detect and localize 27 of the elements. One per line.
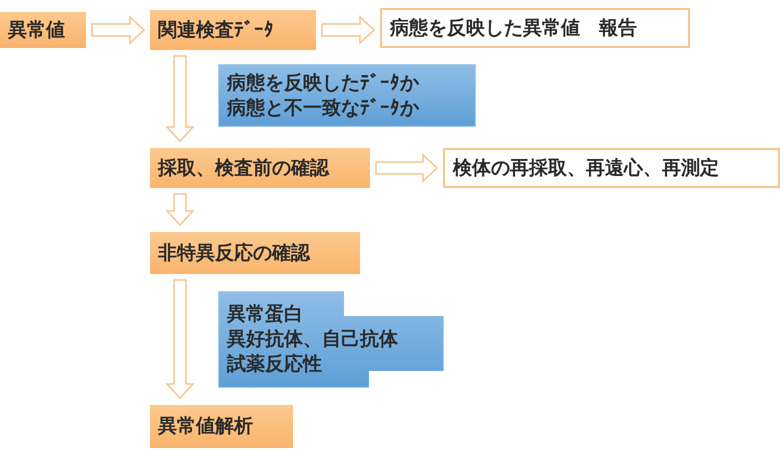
process-box (150, 10, 316, 50)
note-text: 病態を反映したﾃﾞｰﾀか (227, 70, 420, 96)
note-text: 異常蛋白 (227, 302, 304, 327)
block-arrow (165, 279, 195, 400)
process-box (150, 232, 360, 274)
process-box (0, 12, 86, 48)
box-label: 検体の再採取、再遠心、再測定 (453, 156, 720, 180)
block-arrow (165, 193, 195, 226)
note-text: 試薬反応性 (227, 352, 323, 377)
box-label: 異常値解析 (158, 414, 254, 439)
note-box (218, 64, 476, 127)
box-label: 非特異反応の確認 (158, 240, 312, 266)
note-text: 病態と不一致なﾃﾞｰﾀか (227, 96, 420, 120)
box-label: 病態を反映した異常値 報告 (390, 16, 638, 40)
block-arrow (375, 153, 438, 183)
box-label: 採取、検査前の確認 (158, 156, 330, 180)
note-text: 異好抗体、自己抗体 (227, 327, 399, 352)
result-box (380, 8, 690, 48)
note-box (218, 291, 444, 388)
box-label: 関連検査ﾃﾞｰﾀ (158, 18, 275, 42)
block-arrow (91, 15, 146, 45)
process-box (150, 148, 370, 188)
box-label: 異常値 (8, 18, 66, 42)
result-box (443, 148, 780, 188)
block-arrow (165, 55, 195, 142)
process-box (150, 405, 293, 448)
block-arrow (321, 15, 376, 45)
